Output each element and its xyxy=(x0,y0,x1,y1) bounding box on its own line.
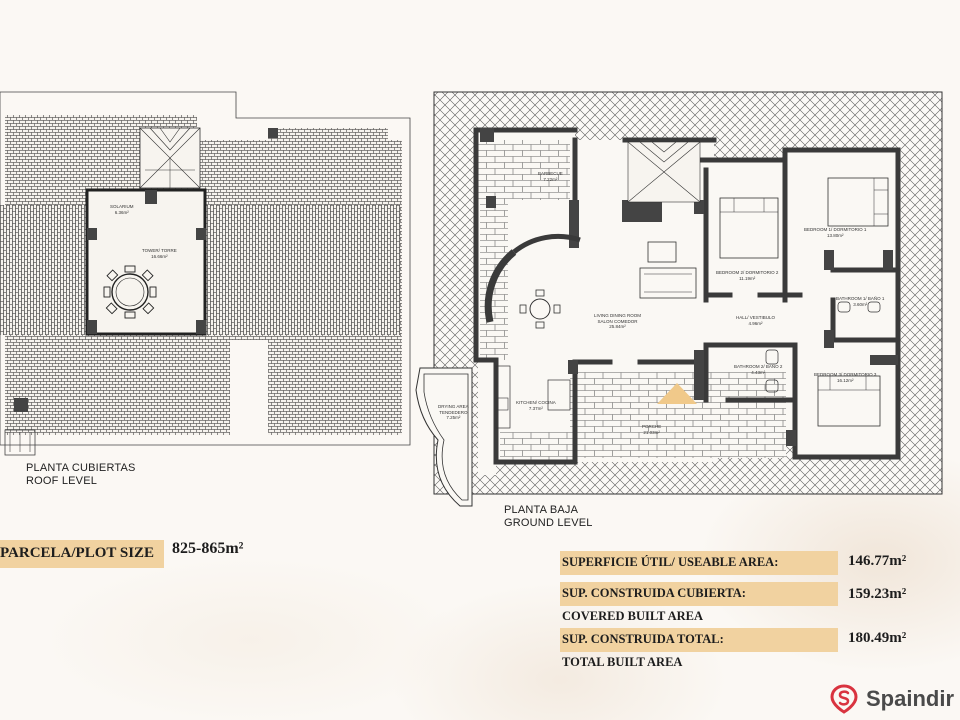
room-bedroom-3: BEDROOM 3/ DORMITORIO 3 16.12m² xyxy=(814,372,876,383)
area-label-box xyxy=(560,582,838,606)
room-label: BEDROOM 3/ DORMITORIO 3 xyxy=(814,372,877,377)
room-living-dining: LIVING DINING ROOM SALON COMEDOR 25.84m² xyxy=(594,313,641,330)
roof-level-title-en: ROOF LEVEL xyxy=(26,475,98,487)
room-label: HALL/ VESTIBULO xyxy=(736,315,776,320)
room-label: BARBECUE xyxy=(538,171,563,176)
room-label: DRYING AREA xyxy=(438,404,469,409)
area-label-secondary: TOTAL BUILT AREA xyxy=(562,655,683,669)
area-label-box xyxy=(560,628,838,652)
area-row-total: SUP. CONSTRUIDA TOTAL: TOTAL BUILT AREA xyxy=(560,628,838,669)
roof-level-title-es: PLANTA CUBIERTAS xyxy=(26,462,136,474)
roof-level-title: PLANTA CUBIERTAS ROOF LEVEL xyxy=(26,462,136,488)
room-label: SOLARIUM xyxy=(110,204,134,209)
room-area: 3.60m² xyxy=(853,301,868,307)
room-area: 13.80m² xyxy=(826,232,844,238)
room-label: BATHROOM 2/ BAÑO 2 xyxy=(734,364,783,369)
ground-level-title-es: PLANTA BAJA xyxy=(504,504,579,516)
area-label-box xyxy=(560,551,838,575)
room-hall: HALL/ VESTIBULO 4.96m² xyxy=(736,315,775,326)
room-label: BEDROOM 2/ DORMITORIO 2 xyxy=(716,270,779,275)
room-barbecue: BARBECUE 7.22m² xyxy=(538,171,563,182)
plot-size-label-box: PARCELA/PLOT SIZE xyxy=(0,540,164,568)
room-label-alt: TENDEDERO xyxy=(439,409,468,415)
room-bedroom-1: BEDROOM 1/ DORMITORIO 1 13.80m² xyxy=(804,227,866,238)
room-tower: TOWER/ TORRE 16.66m² xyxy=(142,248,177,259)
room-area: 4.96m² xyxy=(748,320,763,326)
room-label: PORCHE xyxy=(642,424,662,429)
area-value-useable: 146.77m² xyxy=(848,553,907,569)
room-label: TOWER/ TORRE xyxy=(142,248,177,253)
room-porche: PORCHE 21.03m² xyxy=(642,424,661,435)
area-value-covered: 159.23m² xyxy=(848,586,907,602)
plot-size-value: 825-865m² xyxy=(172,540,244,557)
room-bathroom-2: BATHROOM 2/ BAÑO 2 4.43m² xyxy=(734,364,782,375)
room-label-alt: SALON COMEDOR xyxy=(597,318,638,324)
room-area: 7.25m² xyxy=(446,415,461,420)
room-area: 6.36m² xyxy=(114,209,129,215)
area-label: SUP. CONSTRUIDA TOTAL: xyxy=(562,632,724,646)
room-area: 11.19m² xyxy=(739,275,756,281)
area-label: SUPERFICIE ÚTIL/ USEABLE AREA: xyxy=(562,555,779,569)
room-solarium: SOLARIUM 6.36m² xyxy=(110,204,134,215)
roof-plan xyxy=(0,91,411,456)
room-area: 7.22m² xyxy=(543,176,558,182)
area-value-total: 180.49m² xyxy=(848,630,907,646)
room-area: 16.66m² xyxy=(151,253,168,259)
ground-level-title-en: GROUND LEVEL xyxy=(504,517,593,529)
ground-level-title: PLANTA BAJA GROUND LEVEL xyxy=(504,504,593,530)
brand-name: Spaindir xyxy=(866,686,955,711)
ground-plan xyxy=(415,91,943,507)
room-label: BATHROOM 1/ BAÑO 1 xyxy=(836,296,885,301)
area-row-useable: SUPERFICIE ÚTIL/ USEABLE AREA: xyxy=(560,551,838,575)
area-row-covered: SUP. CONSTRUIDA CUBIERTA: COVERED BUILT … xyxy=(560,582,838,623)
room-kitchen: KITCHEN/ COCINA 7.37m² xyxy=(516,400,556,411)
room-area: 21.03m² xyxy=(643,429,660,435)
room-drying-area: DRYING AREA TENDEDERO 7.25m² xyxy=(438,404,469,421)
plot-size-label: PARCELA/PLOT SIZE xyxy=(0,545,155,561)
location-pin-icon xyxy=(830,684,858,714)
room-area: 16.12m² xyxy=(836,377,854,383)
room-area: 4.43m² xyxy=(751,369,766,375)
room-area: 25.84m² xyxy=(609,324,626,329)
room-bathroom-1: BATHROOM 1/ BAÑO 1 3.60m² xyxy=(836,296,884,307)
room-label: LIVING DINING ROOM xyxy=(594,313,642,318)
area-label: SUP. CONSTRUIDA CUBIERTA: xyxy=(562,586,746,600)
area-label-secondary: COVERED BUILT AREA xyxy=(562,609,704,623)
room-label: BEDROOM 1/ DORMITORIO 1 xyxy=(804,227,867,232)
room-bedroom-2: BEDROOM 2/ DORMITORIO 2 11.19m² xyxy=(716,270,778,281)
room-label: KITCHEN/ COCINA xyxy=(516,400,556,405)
room-area: 7.37m² xyxy=(528,405,543,411)
